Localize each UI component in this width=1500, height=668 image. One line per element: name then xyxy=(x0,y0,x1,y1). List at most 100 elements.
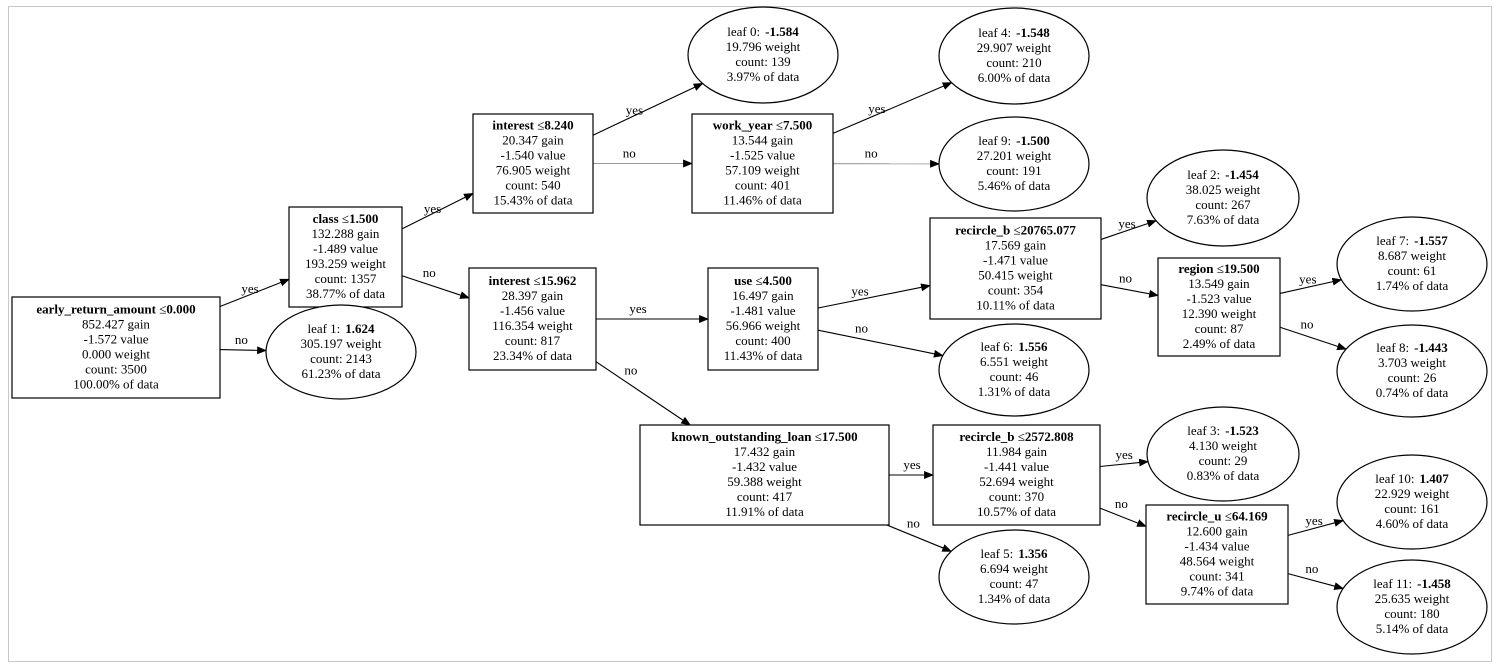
node-stat-line: 6.00% of data xyxy=(978,70,1051,85)
split-operator: ≤ xyxy=(530,273,540,288)
node-box xyxy=(11,296,221,399)
split-operator: ≤ xyxy=(1221,509,1231,524)
node-box xyxy=(468,267,597,371)
node-box xyxy=(288,206,403,308)
leaf-value: -1.443 xyxy=(1414,340,1448,355)
node-stat-line: 76.905 weight xyxy=(496,163,571,178)
node-stat-line: count: 26 xyxy=(1388,370,1437,385)
node-stat-line: count: 267 xyxy=(1195,197,1251,212)
node-header: known_outstanding_loan ≤17.500 xyxy=(671,429,857,444)
node-stat-line: count: 61 xyxy=(1388,263,1437,278)
node-stat-line: 193.259 weight xyxy=(305,256,386,271)
node-ellipse xyxy=(1336,454,1488,550)
node-stat-line: 0.74% of data xyxy=(1376,385,1449,400)
node-stat-line: 5.46% of data xyxy=(978,178,1051,193)
node-stat-line: count: 210 xyxy=(986,55,1041,70)
edge-n7-L2: yes xyxy=(1100,216,1158,240)
split-feature: region xyxy=(1178,261,1214,276)
node-stat-line: 0.000 weight xyxy=(82,347,150,362)
node-stat-line: 56.966 weight xyxy=(726,318,801,333)
node-stat-line: 11.46% of data xyxy=(723,193,802,208)
split-feature: early_return_amount xyxy=(36,302,156,317)
node-stat-line: 38.025 weight xyxy=(1186,182,1261,197)
edge-line xyxy=(401,192,474,230)
node-header: leaf 0:-1.584 xyxy=(727,24,799,39)
node-stat-line: 0.83% of data xyxy=(1187,468,1260,483)
node-header: leaf 7:-1.557 xyxy=(1376,233,1448,248)
node-stat-line: 305.197 weight xyxy=(301,336,382,351)
node-ellipse xyxy=(938,323,1090,417)
node-stat-line: count: 417 xyxy=(737,489,793,504)
node-stat-line: 5.14% of data xyxy=(1376,621,1449,636)
node-stat-line: 2.49% of data xyxy=(1183,336,1256,351)
leaf-label: leaf 4: xyxy=(978,25,1011,40)
split-operator: ≤ xyxy=(1214,261,1224,276)
node-stat-line: 1.34% of data xyxy=(978,591,1051,606)
node-header: interest ≤15.962 xyxy=(489,273,577,288)
edge-label-no: no xyxy=(865,146,878,161)
edge-line xyxy=(219,278,290,308)
leaf-value: 1.356 xyxy=(1018,546,1048,561)
node-stat-line: 27.201 weight xyxy=(977,148,1052,163)
edge-n5-L6: no xyxy=(817,320,944,358)
leaf-value: 1.556 xyxy=(1018,339,1048,354)
node-ellipse xyxy=(1336,324,1488,418)
node-header: recircle_u ≤64.169 xyxy=(1166,509,1268,524)
node-box xyxy=(639,424,890,526)
edge-line xyxy=(1099,458,1149,468)
node-header: leaf 8:-1.443 xyxy=(1376,340,1448,355)
edge-label-yes: yes xyxy=(629,301,646,316)
node-stat-line: -1.471 value xyxy=(983,253,1048,268)
node-ellipse xyxy=(938,7,1090,105)
leaf-value: -1.557 xyxy=(1414,233,1448,248)
leaf-value: -1.584 xyxy=(765,24,799,39)
node-stat-line: count: 191 xyxy=(986,163,1041,178)
edge-label-no: no xyxy=(235,332,248,347)
split-feature: use xyxy=(734,273,752,288)
leaf-value: 1.624 xyxy=(345,321,375,336)
node-ellipse xyxy=(938,529,1090,625)
node-stat-line: 38.77% of data xyxy=(306,286,385,301)
split-threshold: 20765.077 xyxy=(1021,223,1077,238)
node-stat-line: 57.109 weight xyxy=(725,163,800,178)
edge-n1-n3: no xyxy=(401,265,470,299)
edge-label-yes: yes xyxy=(1305,513,1322,528)
edge-n8-L8: no xyxy=(1279,316,1347,351)
node-stat-line: 6.551 weight xyxy=(980,354,1048,369)
node-stat-line: count: 87 xyxy=(1195,321,1244,336)
split-threshold: 1.500 xyxy=(349,211,378,226)
node-stat-line: count: 46 xyxy=(990,369,1039,384)
split-threshold: 19.500 xyxy=(1224,261,1260,276)
node-stat-line: 3.97% of data xyxy=(727,69,800,84)
node-stat-line: -1.540 value xyxy=(501,148,566,163)
node-stat-line: -1.432 value xyxy=(732,459,797,474)
node-stat-line: count: 370 xyxy=(989,489,1044,504)
node-stat-line: 12.600 gain xyxy=(1186,524,1248,539)
leaf-label: leaf 3: xyxy=(1187,423,1220,438)
node-header: class ≤1.500 xyxy=(313,211,379,226)
node-header: leaf 11:-1.458 xyxy=(1373,576,1451,591)
node-box xyxy=(1145,504,1289,605)
node-stat-line: 8.687 weight xyxy=(1378,248,1446,263)
edge-line xyxy=(817,283,931,309)
edge-n4-L4: yes xyxy=(832,82,953,134)
node-stat-line: 61.23% of data xyxy=(301,366,380,381)
split-operator: ≤ xyxy=(773,118,783,133)
node-stat-line: 29.907 weight xyxy=(977,40,1052,55)
node-stat-line: count: 47 xyxy=(990,576,1039,591)
node-ellipse xyxy=(1146,149,1300,247)
node-box xyxy=(1157,257,1281,357)
node-stat-line: -1.441 value xyxy=(984,459,1049,474)
node-stat-line: 25.635 weight xyxy=(1375,591,1450,606)
node-stat-line: -1.489 value xyxy=(313,241,378,256)
edge-n10-L10: yes xyxy=(1287,513,1345,536)
edge-label-no: no xyxy=(423,265,436,280)
